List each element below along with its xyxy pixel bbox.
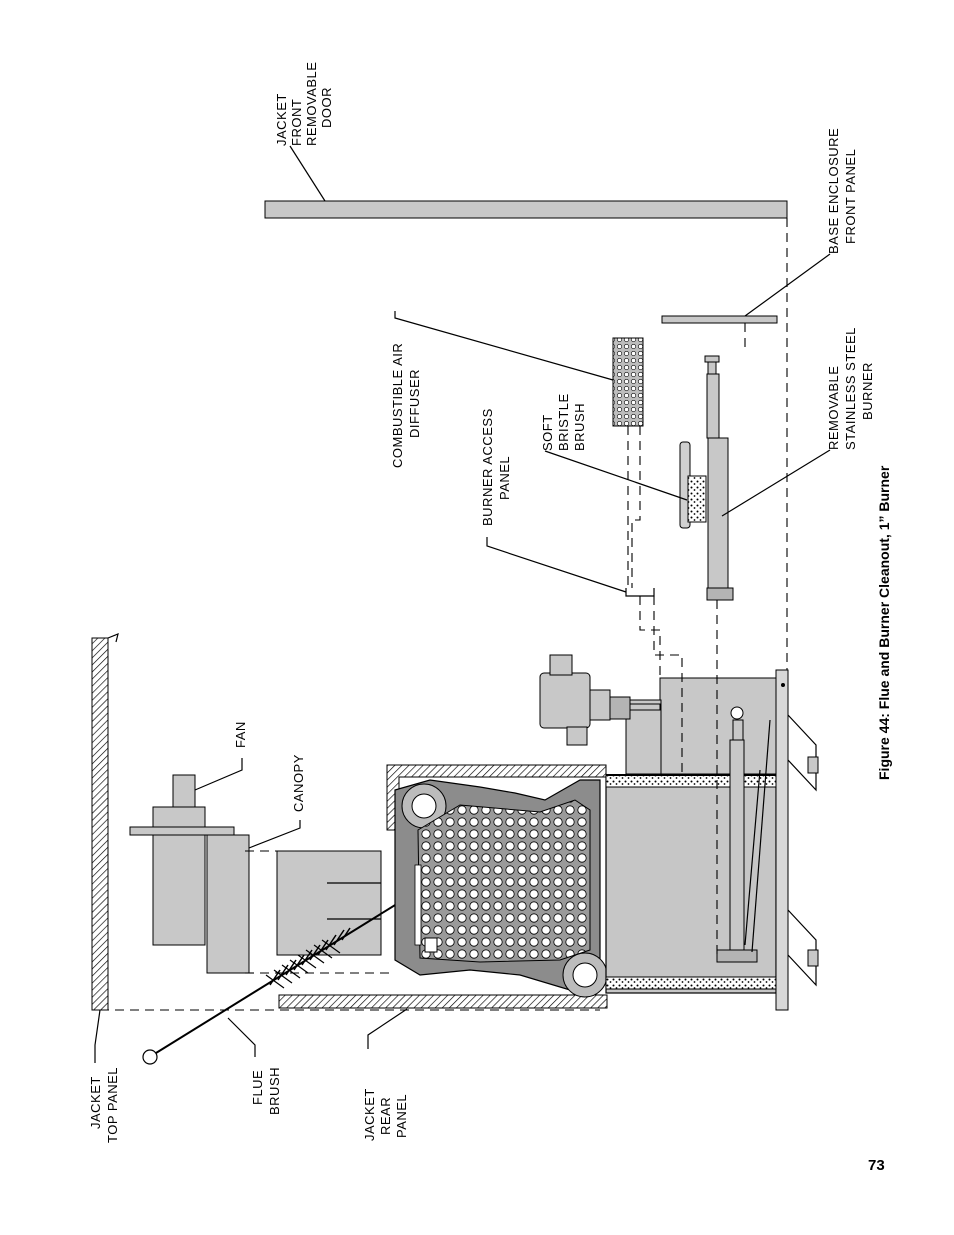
label-soft-brush-2: BRISTLE xyxy=(556,393,571,451)
label-base-enclosure-2: FRONT PANEL xyxy=(843,149,858,244)
label-base-enclosure-1: BASE ENCLOSURE xyxy=(826,128,841,254)
burner-access-panel xyxy=(625,588,655,597)
label-jacket-rear-3: PANEL xyxy=(394,1094,409,1138)
base-frame xyxy=(775,669,789,1011)
label-combustible-air-2: DIFFUSER xyxy=(407,369,422,438)
burner-housing xyxy=(659,677,777,775)
label-jacket-rear-2: REAR xyxy=(378,1097,393,1135)
base-enclosure-front-panel xyxy=(661,315,778,324)
jacket-front-door xyxy=(264,200,788,219)
label-jacket-front-door-1: JACKET xyxy=(274,93,289,146)
label-fan: FAN xyxy=(233,721,248,748)
flue-brush xyxy=(142,901,401,1065)
installed-burner xyxy=(716,706,771,963)
soft-bristle-brush xyxy=(679,441,707,529)
label-soft-brush-1: SOFT xyxy=(540,414,555,451)
label-burner-access-1: BURNER ACCESS xyxy=(480,408,495,526)
leg-front xyxy=(787,714,819,792)
label-jacket-front-door-3: REMOVABLE xyxy=(304,62,319,146)
figure-caption: Figure 44: Flue and Burner Cleanout, 1” … xyxy=(876,465,892,780)
removable-burner xyxy=(704,355,734,601)
label-burner-access-2: PANEL xyxy=(497,456,512,500)
gas-valve xyxy=(539,654,661,746)
label-jacket-top-2: TOP PANEL xyxy=(105,1067,120,1143)
label-combustible-air-1: COMBUSTIBLE AIR xyxy=(390,343,405,468)
label-jacket-front-door-2: FRONT xyxy=(289,99,304,146)
canopy xyxy=(206,834,250,974)
combustible-air-diffuser xyxy=(612,337,644,427)
label-jacket-front-door-4: DOOR xyxy=(319,87,334,128)
label-flue-brush-1: FLUE xyxy=(250,1070,265,1105)
label-jacket-rear-1: JACKET xyxy=(362,1088,377,1141)
label-soft-brush-3: BRUSH xyxy=(572,403,587,451)
flue-collector xyxy=(276,850,382,956)
leg-rear xyxy=(787,909,819,987)
jacket-rear-panel xyxy=(278,994,608,1009)
label-removable-burner-1: REMOVABLE xyxy=(826,366,841,450)
label-flue-brush-2: BRUSH xyxy=(267,1067,282,1115)
jacket-top-panel xyxy=(91,637,109,1011)
fan xyxy=(129,774,235,946)
label-jacket-top-1: JACKET xyxy=(88,1076,103,1129)
page-number: 73 xyxy=(868,1157,885,1174)
heat-exchanger xyxy=(386,764,608,998)
label-removable-burner-2: STAINLESS STEEL xyxy=(843,327,858,450)
label-canopy: CANOPY xyxy=(291,754,306,812)
label-removable-burner-3: BURNER xyxy=(860,362,875,420)
